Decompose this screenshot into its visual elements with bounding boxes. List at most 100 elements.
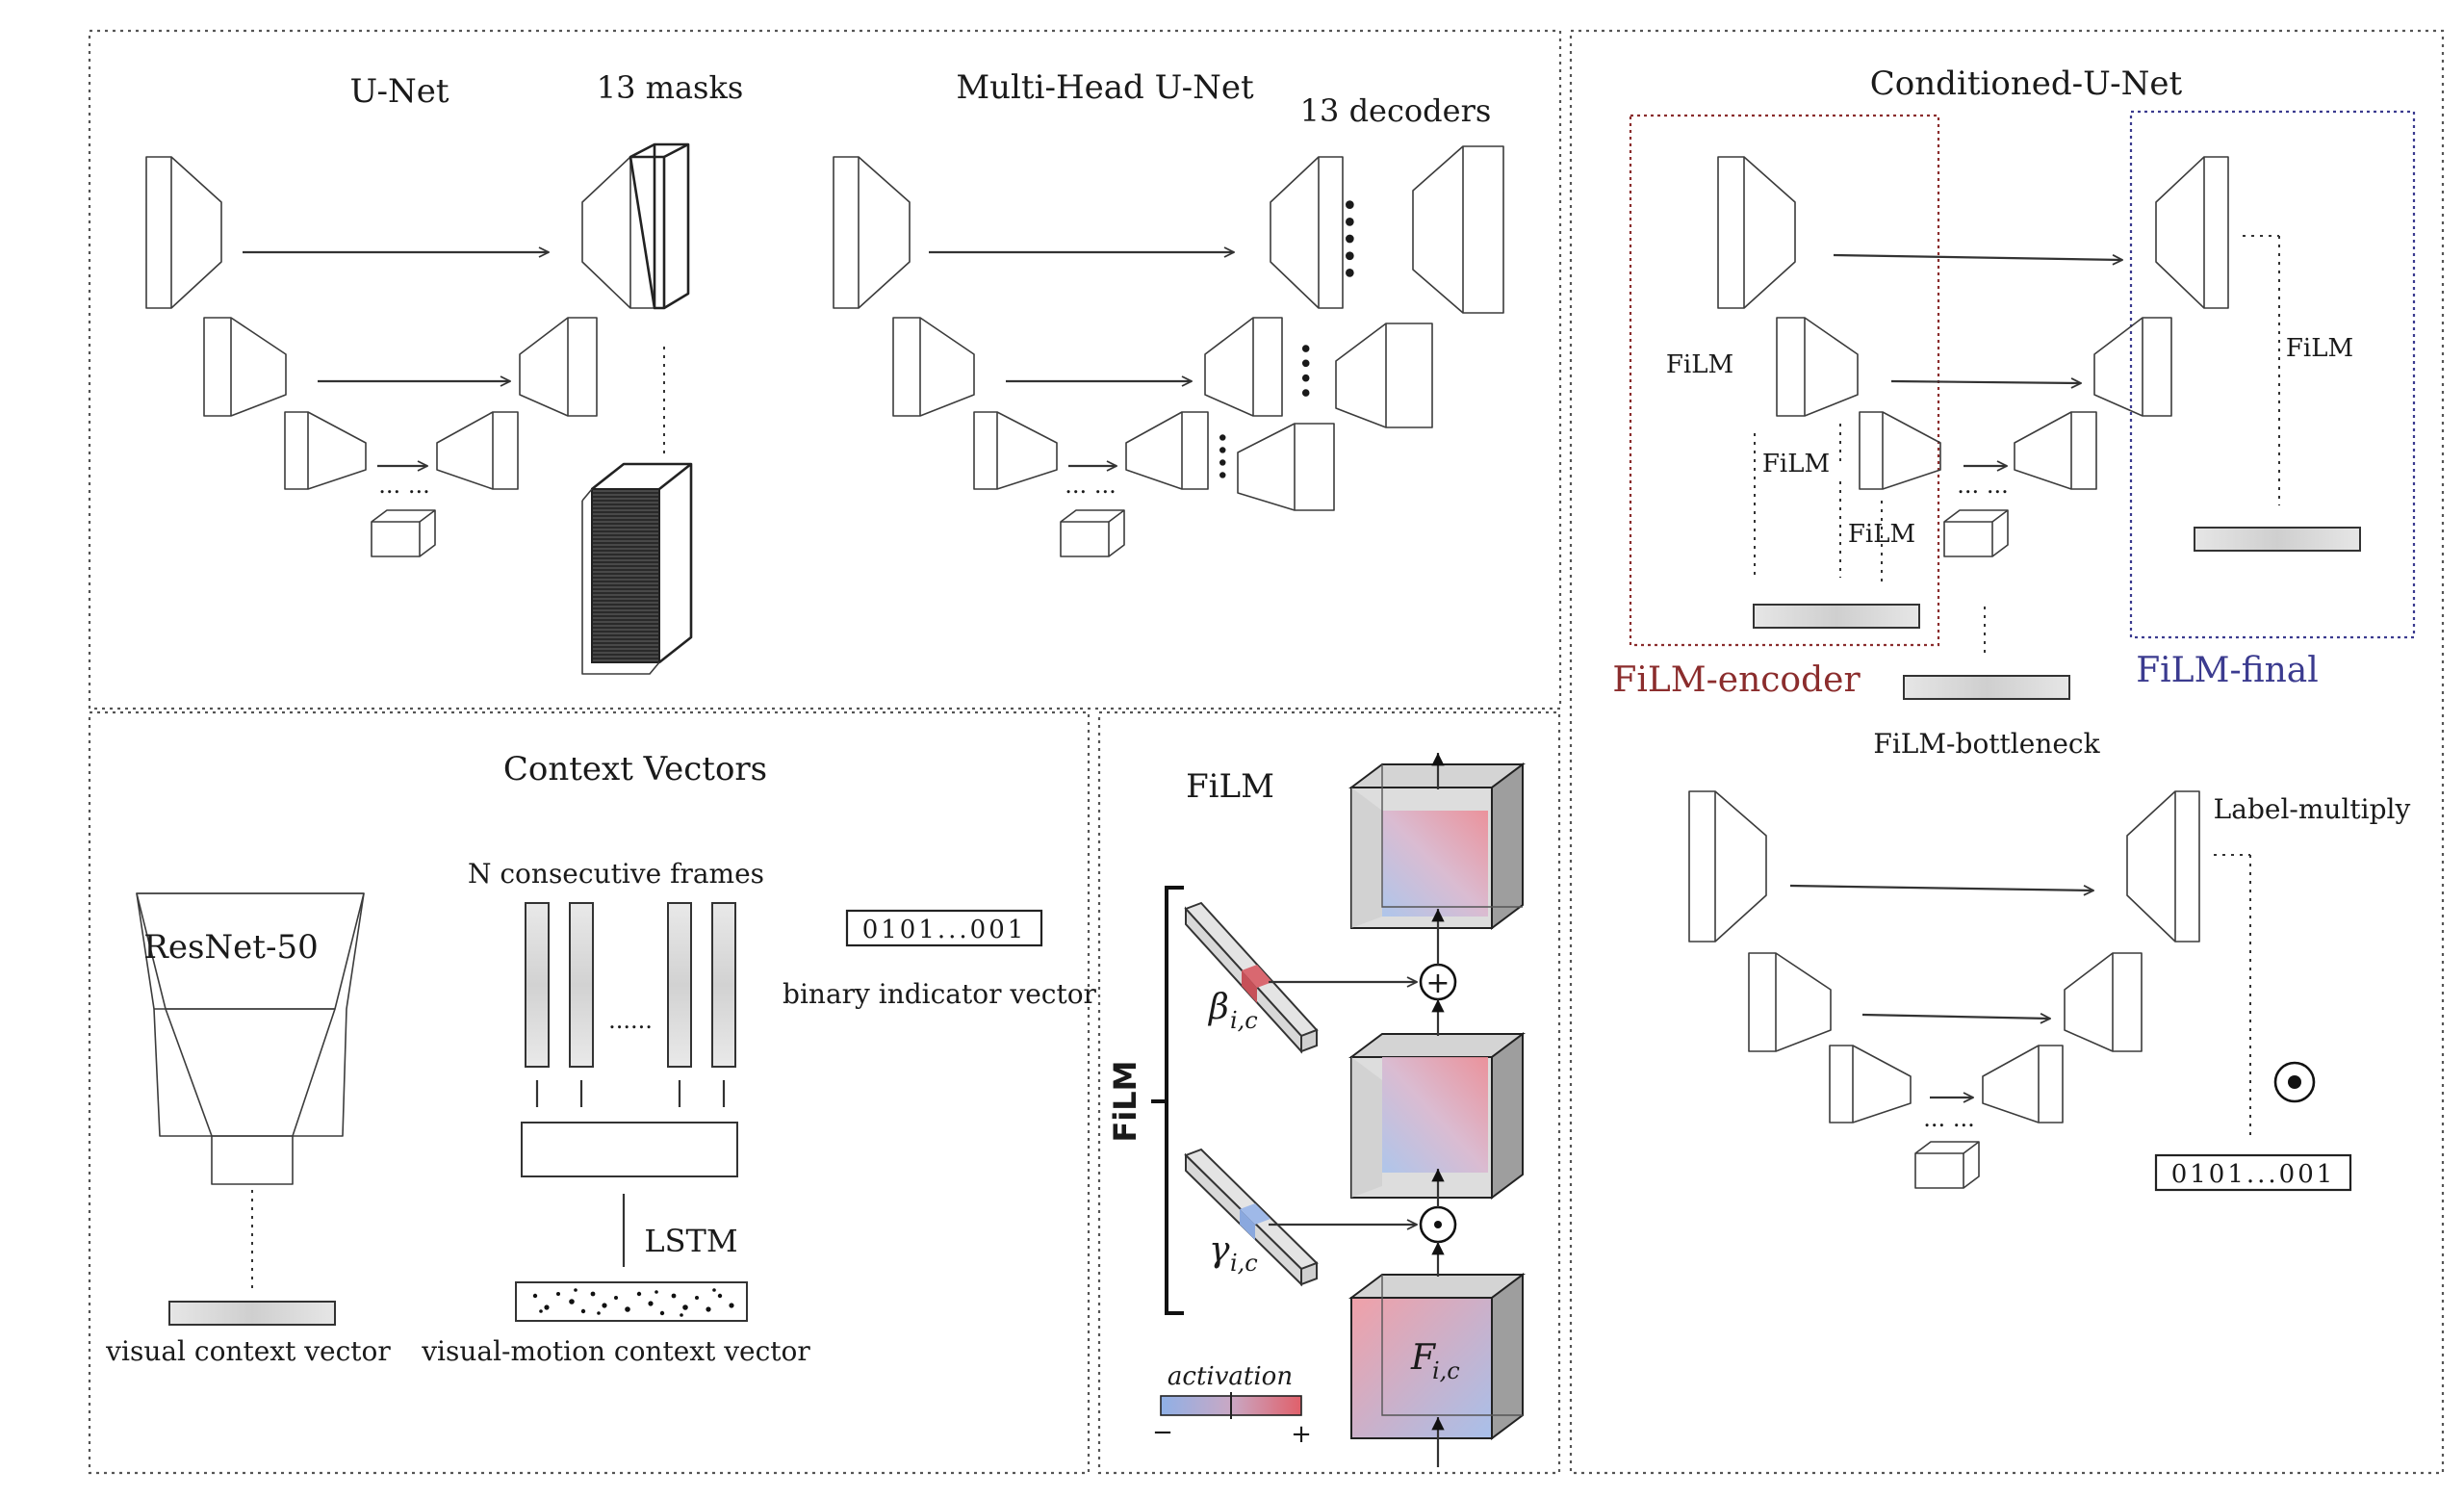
feature-label: F i,c (1410, 1338, 1460, 1384)
resnet-block (136, 892, 365, 1185)
unet-title: U-Net (349, 72, 449, 111)
activation-minus: − (1152, 1418, 1173, 1447)
frames-ellipsis: ...... (608, 1007, 653, 1034)
motion-context-caption: visual-motion context vector (421, 1335, 810, 1367)
unet-ellipsis: ... ... (378, 472, 429, 499)
svg-text:i,c: i,c (1230, 1007, 1258, 1034)
panel-conditioned-border (1569, 29, 2445, 1475)
lm-decoder-block-2 (2064, 952, 2143, 1052)
svg-text:F: F (1410, 1338, 1437, 1378)
film-label-1: FiLM (1666, 350, 1733, 379)
film-brace (1151, 886, 1184, 1315)
beta-label: β i,c (1207, 988, 1258, 1034)
lm-binary-box (2154, 1153, 2352, 1192)
svg-text:γ: γ (1209, 1230, 1230, 1270)
conditioned-encoder-block-1 (1717, 156, 1796, 309)
film-encoder-label: FiLM-encoder (1612, 660, 1861, 700)
film-diagram: FiLM FiLM β i,c γ i,c (1107, 753, 1526, 1467)
film-encoder-bar (1753, 604, 1920, 629)
unet-encoder-block-2 (203, 317, 287, 417)
multihead-encoder-block-3 (973, 411, 1058, 490)
lm-decoder-block-3 (1982, 1045, 2064, 1124)
film-label-final: FiLM (2286, 334, 2353, 363)
binary-indicator-box (845, 909, 1043, 947)
multihead-decoder-2a (1204, 317, 1283, 417)
lm-encoder-block-3 (1829, 1045, 1912, 1124)
unet-decoder-block-2 (519, 317, 598, 417)
film-bottleneck-label: FiLM-bottleneck (1873, 728, 2100, 760)
multihead-diagram: Multi-Head U-Net 13 decoders ••••• •••• … (833, 68, 1504, 557)
multihead-decoder-1b (1412, 145, 1504, 314)
input-feature-cube (1348, 1273, 1526, 1440)
lstm-box (521, 1122, 738, 1177)
lm-encoder-block-1 (1688, 790, 1767, 943)
unet-encoder-block-1 (145, 156, 222, 309)
film-final-bar (2194, 527, 2361, 552)
conditioned-decoder-block-3 (2014, 411, 2097, 490)
conditioned-decoder-block-1 (2155, 156, 2229, 309)
film-final-label: FiLM-final (2136, 651, 2319, 690)
conditioned-ellipsis: ... ... (1957, 472, 2008, 499)
multihead-bottleneck-cube (1060, 509, 1125, 557)
lm-encoder-block-2 (1748, 952, 1832, 1052)
panel-top-left-border (88, 29, 1562, 710)
frame-3 (667, 902, 692, 1068)
binary-indicator-caption: binary indicator vector (783, 978, 1097, 1010)
svg-text:•••••: ••••• (1331, 196, 1365, 281)
conditioned-encoder-block-2 (1776, 317, 1859, 417)
add-operator: + (1419, 963, 1457, 1001)
multihead-encoder-block-1 (833, 156, 911, 309)
context-title: Context Vectors (503, 750, 767, 788)
multiply-operator (1419, 1205, 1457, 1244)
multihead-decoder-3b (1237, 423, 1335, 511)
svg-text:••••: •••• (1290, 341, 1319, 400)
lm-ellipsis: ... ... (1923, 1105, 1974, 1132)
film-label-2: FiLM (1762, 450, 1830, 478)
activation-plus: + (1291, 1420, 1312, 1449)
lm-decoder-block-1 (2126, 790, 2200, 943)
context-diagram: Context Vectors ResNet-50 visual context… (105, 750, 1096, 1367)
svg-text:••••: •••• (1209, 431, 1233, 481)
multihead-decoder-3a (1125, 411, 1209, 490)
visual-context-bar (168, 1301, 336, 1326)
beta-prism (1184, 901, 1319, 1054)
film-title: FiLM (1186, 767, 1274, 806)
svg-text:i,c: i,c (1230, 1250, 1258, 1277)
lstm-label: LSTM (644, 1223, 737, 1259)
svg-text:β: β (1207, 988, 1229, 1027)
frame-2 (569, 902, 594, 1068)
gamma-prism (1184, 1148, 1319, 1287)
conditioned-bottleneck-cube (1943, 509, 2009, 557)
film-bottleneck-bar (1903, 675, 2070, 700)
film-final-box (2129, 110, 2416, 639)
unet-decoder-block-3 (436, 411, 519, 490)
activation-label: activation (1168, 1362, 1293, 1391)
panel-film-border (1097, 710, 1561, 1475)
conditioned-diagram: Conditioned-U-Net ... ... FiLM FiLM FiLM… (1612, 65, 2416, 1192)
n-frames-label: N consecutive frames (468, 858, 764, 890)
frame-4 (711, 902, 736, 1068)
panel-context-border (88, 710, 1091, 1475)
unet-encoder-block-3 (284, 411, 367, 490)
conditioned-title: Conditioned-U-Net (1870, 65, 2183, 103)
resnet-label: ResNet-50 (143, 928, 318, 967)
lm-binary-text: 0101...001 (2171, 1160, 2336, 1189)
unet-bottleneck-cube (371, 509, 436, 557)
gamma-label: γ i,c (1209, 1230, 1258, 1277)
frame-1 (525, 902, 550, 1068)
svg-text:i,c: i,c (1432, 1357, 1460, 1384)
unet-masks-label: 13 masks (597, 69, 744, 106)
visual-context-caption: visual context vector (105, 1335, 391, 1367)
unet-mask-stack (581, 462, 693, 675)
multihead-title: Multi-Head U-Net (956, 68, 1254, 107)
lm-bottleneck-cube (1914, 1141, 1980, 1189)
conditioned-decoder-block-2 (2093, 317, 2172, 417)
multihead-decoders-label: 13 decoders (1300, 92, 1492, 129)
conditioned-encoder-block-3 (1859, 411, 1941, 490)
unet-diagram: U-Net 13 masks ... ... (145, 69, 744, 675)
output-cube (1348, 762, 1526, 930)
modulated-cube (1348, 1032, 1526, 1200)
film-brace-label: FiLM (1107, 1060, 1143, 1142)
svg-text:+: + (1425, 967, 1450, 1000)
